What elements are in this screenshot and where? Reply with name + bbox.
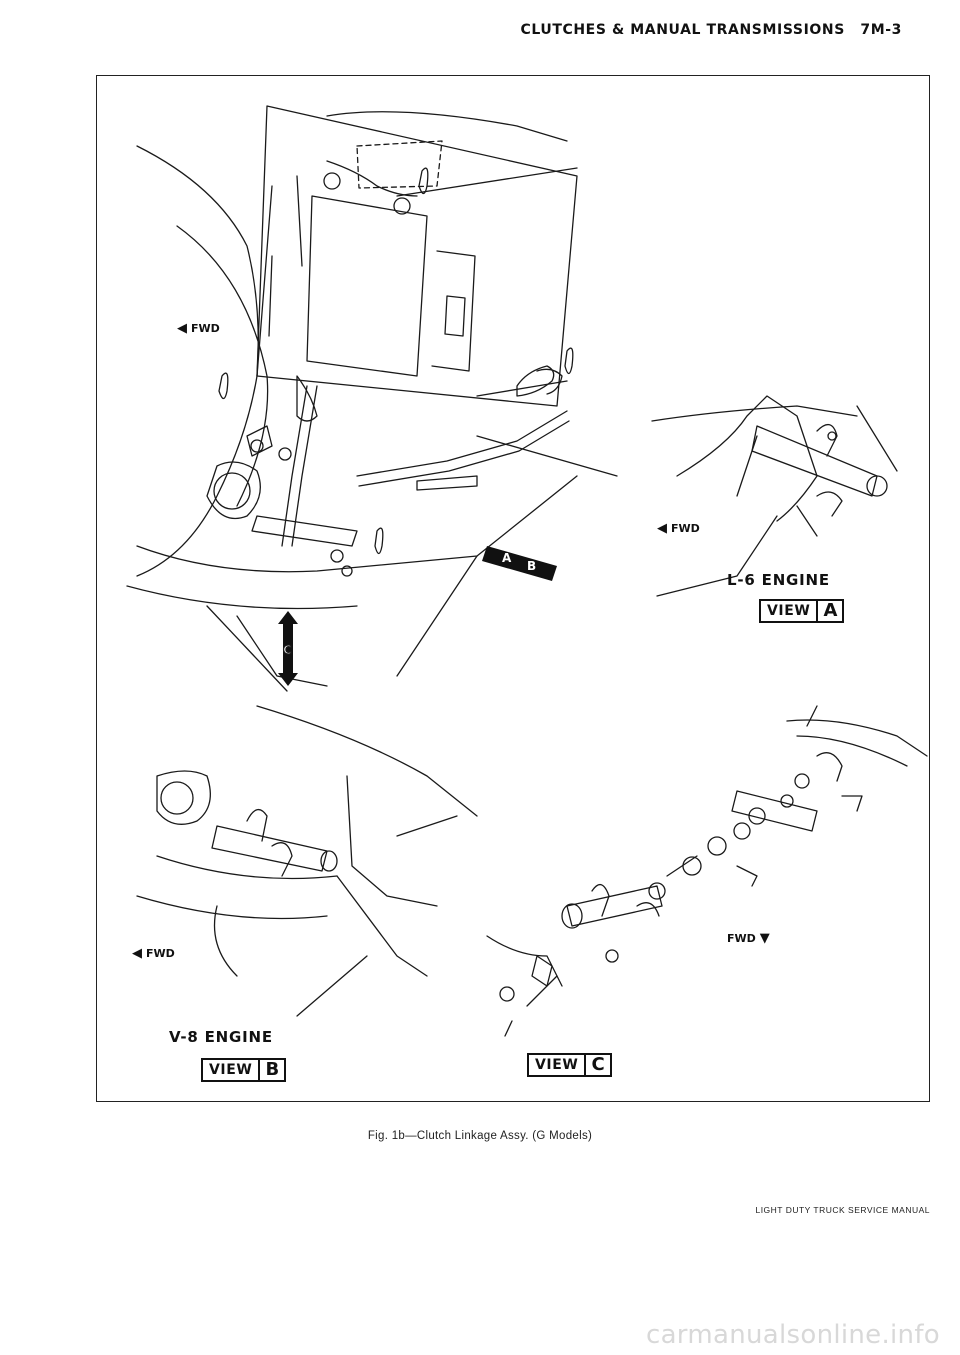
- fwd-indicator-view-a: ◀FWD: [657, 521, 700, 536]
- view-a-drawing: [651, 395, 898, 597]
- engine-label-v8: V-8 ENGINE: [169, 1028, 273, 1046]
- view-tag-a: VIEW A: [759, 599, 845, 623]
- engine-label-l6: L-6 ENGINE: [727, 571, 830, 589]
- view-word: VIEW: [535, 1057, 579, 1073]
- fwd-arrow-icon: ◀: [132, 946, 142, 961]
- section-title: CLUTCHES & MANUAL TRANSMISSIONS: [520, 22, 845, 38]
- fwd-arrow-icon: ◀: [657, 521, 667, 536]
- view-word: VIEW: [767, 603, 811, 619]
- fwd-indicator-main: ◀FWD: [177, 321, 220, 336]
- fwd-arrow-icon: ◀: [177, 321, 187, 336]
- view-tag-c: VIEW C: [527, 1053, 612, 1077]
- running-head: CLUTCHES & MANUAL TRANSMISSIONS 7M-3: [520, 22, 902, 38]
- view-letter: A: [816, 601, 842, 621]
- callout-ab-letters: A B: [502, 551, 536, 573]
- view-tag-b: VIEW B: [201, 1058, 287, 1082]
- callout-letter-b: B: [527, 559, 536, 573]
- page-number: 7M-3: [860, 22, 902, 38]
- fwd-indicator-view-c: FWD▼: [727, 931, 770, 946]
- callout-ab-arrow: [482, 546, 557, 581]
- view-word: VIEW: [209, 1062, 253, 1078]
- figure-caption: Fig. 1b—Clutch Linkage Assy. (G Models): [367, 1130, 593, 1142]
- callout-c-arrow: [278, 611, 298, 686]
- callout-letter-c: C: [283, 643, 292, 657]
- view-letter: B: [258, 1060, 284, 1080]
- manual-title-footer: LIGHT DUTY TRUCK SERVICE MANUAL: [755, 1205, 930, 1215]
- view-c-drawing: [486, 705, 928, 1037]
- fwd-indicator-view-b: ◀FWD: [132, 946, 175, 961]
- clutch-linkage-illustration: A B C: [126, 105, 928, 1037]
- watermark: carmanualsonline.info: [645, 1320, 940, 1350]
- main-assembly-drawing: [126, 105, 618, 692]
- callout-letter-a: A: [502, 551, 512, 565]
- figure-frame: A B C: [96, 75, 930, 1102]
- view-b-drawing: [136, 705, 478, 1017]
- fwd-arrow-icon: ▼: [759, 931, 770, 946]
- view-letter: C: [584, 1055, 609, 1075]
